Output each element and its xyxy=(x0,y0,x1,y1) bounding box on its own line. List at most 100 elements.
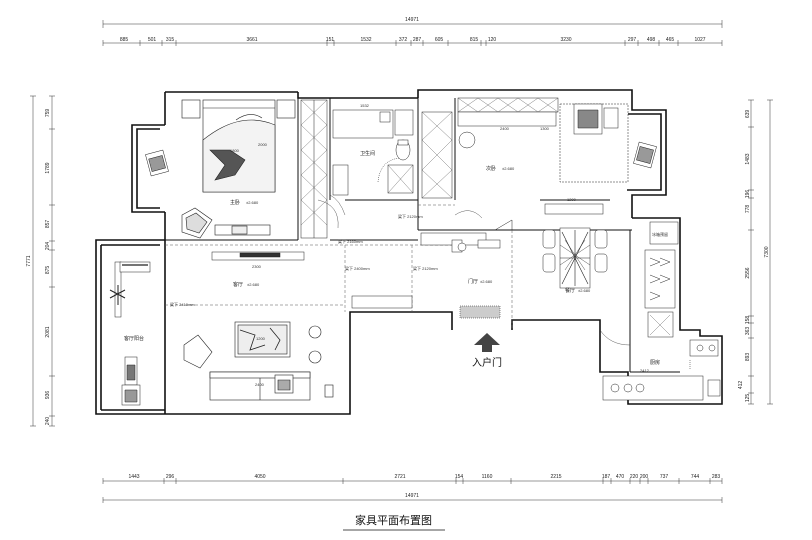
kitchen-fixtures xyxy=(602,221,721,401)
dim-label: 1483 xyxy=(745,153,751,164)
dim-label: 125 xyxy=(745,394,751,403)
wardrobes xyxy=(300,97,559,239)
dim-label: 2081 xyxy=(45,326,51,337)
right-segment-labels: 7300 639 1483 196 778 2556 158 363 893 4… xyxy=(738,110,770,403)
dim-label: 875 xyxy=(45,266,51,275)
beam-lines xyxy=(165,204,513,330)
beam-annotation: 梁下 2120mm xyxy=(398,213,423,219)
dim-label: 154 xyxy=(455,474,464,480)
room-master-bedroom: 主卧 xyxy=(230,199,240,206)
dim-label: 1160 xyxy=(482,474,493,480)
dim-label: 936 xyxy=(45,391,51,400)
dim-annotation: 2412 xyxy=(640,368,650,373)
dim-label: 296 xyxy=(166,474,175,480)
room-kitchen: 厨房 xyxy=(650,359,660,366)
dim-label: 204 xyxy=(45,242,51,251)
dim-annotation: 1800 xyxy=(230,148,240,153)
dim-annotation: 2400 xyxy=(500,126,510,131)
dim-label: 2721 xyxy=(394,474,405,480)
dim-label: 187 xyxy=(602,474,611,480)
dim-label: 470 xyxy=(616,474,625,480)
dim-label: 158 xyxy=(745,316,751,325)
room-living-height: ±2.680 xyxy=(247,282,260,287)
dining-table xyxy=(542,227,608,289)
dim-label: 363 xyxy=(745,327,751,336)
second-bedroom-furniture xyxy=(457,103,629,215)
left-dimension-chain xyxy=(30,95,55,427)
room-master-bedroom-height: ±2.680 xyxy=(246,200,259,205)
dim-label: 3661 xyxy=(246,37,257,43)
room-foyer-height: ±2.680 xyxy=(480,279,493,284)
dim-label: 744 xyxy=(691,474,700,480)
foyer-items xyxy=(351,219,513,319)
dim-label: 4050 xyxy=(254,474,265,480)
top-segment-labels: 885 501 315 3661 151 1532 372 287 605 81… xyxy=(120,37,706,43)
door-swings xyxy=(317,194,631,346)
dim-label: 1789 xyxy=(45,162,51,173)
beam-annotation: 梁下 2410mm xyxy=(170,301,195,307)
dim-label: 7771 xyxy=(26,255,32,266)
dim-label: 465 xyxy=(666,37,675,43)
left-segment-labels: 7771 759 1789 857 204 875 2081 936 240 xyxy=(26,109,51,426)
dim-label: 3230 xyxy=(560,37,571,43)
dim-annotation: 2400 xyxy=(255,382,265,387)
dim-label: 759 xyxy=(45,109,51,118)
dim-label: 200 xyxy=(640,474,649,480)
dim-label: 287 xyxy=(413,37,422,43)
tv-cabinet xyxy=(211,251,305,261)
dim-annotation: 1200 xyxy=(256,336,266,341)
drawing-title: 家具平面布置图 xyxy=(355,513,432,527)
dim-label: 857 xyxy=(45,220,51,229)
dim-label: 1532 xyxy=(360,37,371,43)
room-dining: 餐厅 xyxy=(565,287,575,294)
room-bathroom: 卫生间 xyxy=(360,150,375,157)
room-second-bedroom-height: ±2.680 xyxy=(502,166,515,171)
master-desk xyxy=(214,224,271,236)
entry-door-label: 入户门 xyxy=(472,356,502,369)
dim-label: 815 xyxy=(470,37,479,43)
dim-label: 151 xyxy=(326,37,335,43)
bottom-total-dim: 14971 xyxy=(405,493,419,499)
master-bed xyxy=(181,99,296,193)
dim-label: 498 xyxy=(647,37,656,43)
dim-label: 120 xyxy=(488,37,497,43)
dim-label: 885 xyxy=(120,37,129,43)
right-dimension-chain xyxy=(748,99,773,405)
living-sofa xyxy=(183,325,334,401)
beam-annotation: 梁下 2400mm xyxy=(345,265,370,271)
room-fridge: 冰箱预留 xyxy=(652,231,668,237)
balcony-furniture xyxy=(109,261,151,406)
dim-label: 737 xyxy=(660,474,669,480)
dim-label: 412 xyxy=(738,381,744,390)
bottom-segment-labels: 1443 296 4050 2721 154 1160 2215 187 470… xyxy=(128,474,720,480)
interior-walls xyxy=(165,98,680,373)
dim-label: 639 xyxy=(745,110,751,119)
dim-label: 2215 xyxy=(550,474,561,480)
room-foyer: 门厅 xyxy=(468,278,478,285)
dim-annotation: 2000 xyxy=(258,142,268,147)
room-second-bedroom: 次卧 xyxy=(486,165,496,172)
dim-label: 220 xyxy=(630,474,639,480)
room-guest-balcony: 客厅阳台 xyxy=(124,335,144,342)
top-dimension-chain xyxy=(102,20,723,46)
dim-label: 605 xyxy=(435,37,444,43)
top-total-dim: 14971 xyxy=(405,17,419,23)
dim-label: 893 xyxy=(745,353,751,362)
beam-annotation: 梁下 2120mm xyxy=(413,265,438,271)
dim-label: 372 xyxy=(399,37,408,43)
room-living: 客厅 xyxy=(233,281,243,288)
dim-annotation: 2300 xyxy=(252,264,262,269)
bottom-dimension-chain xyxy=(102,478,723,503)
dim-label: 1443 xyxy=(128,474,139,480)
dim-annotation: 1300 xyxy=(540,126,550,131)
dim-label: 283 xyxy=(712,474,721,480)
dim-label: 2556 xyxy=(745,267,751,278)
dim-label: 315 xyxy=(166,37,175,43)
dim-annotation: 1200 xyxy=(567,197,577,202)
entry-arrow-icon xyxy=(474,333,500,352)
beam-annotation: 梁下 2160mm xyxy=(338,238,363,244)
coffee-table xyxy=(234,321,291,358)
dim-label: 778 xyxy=(745,205,751,214)
bathroom-fixtures xyxy=(332,109,414,196)
